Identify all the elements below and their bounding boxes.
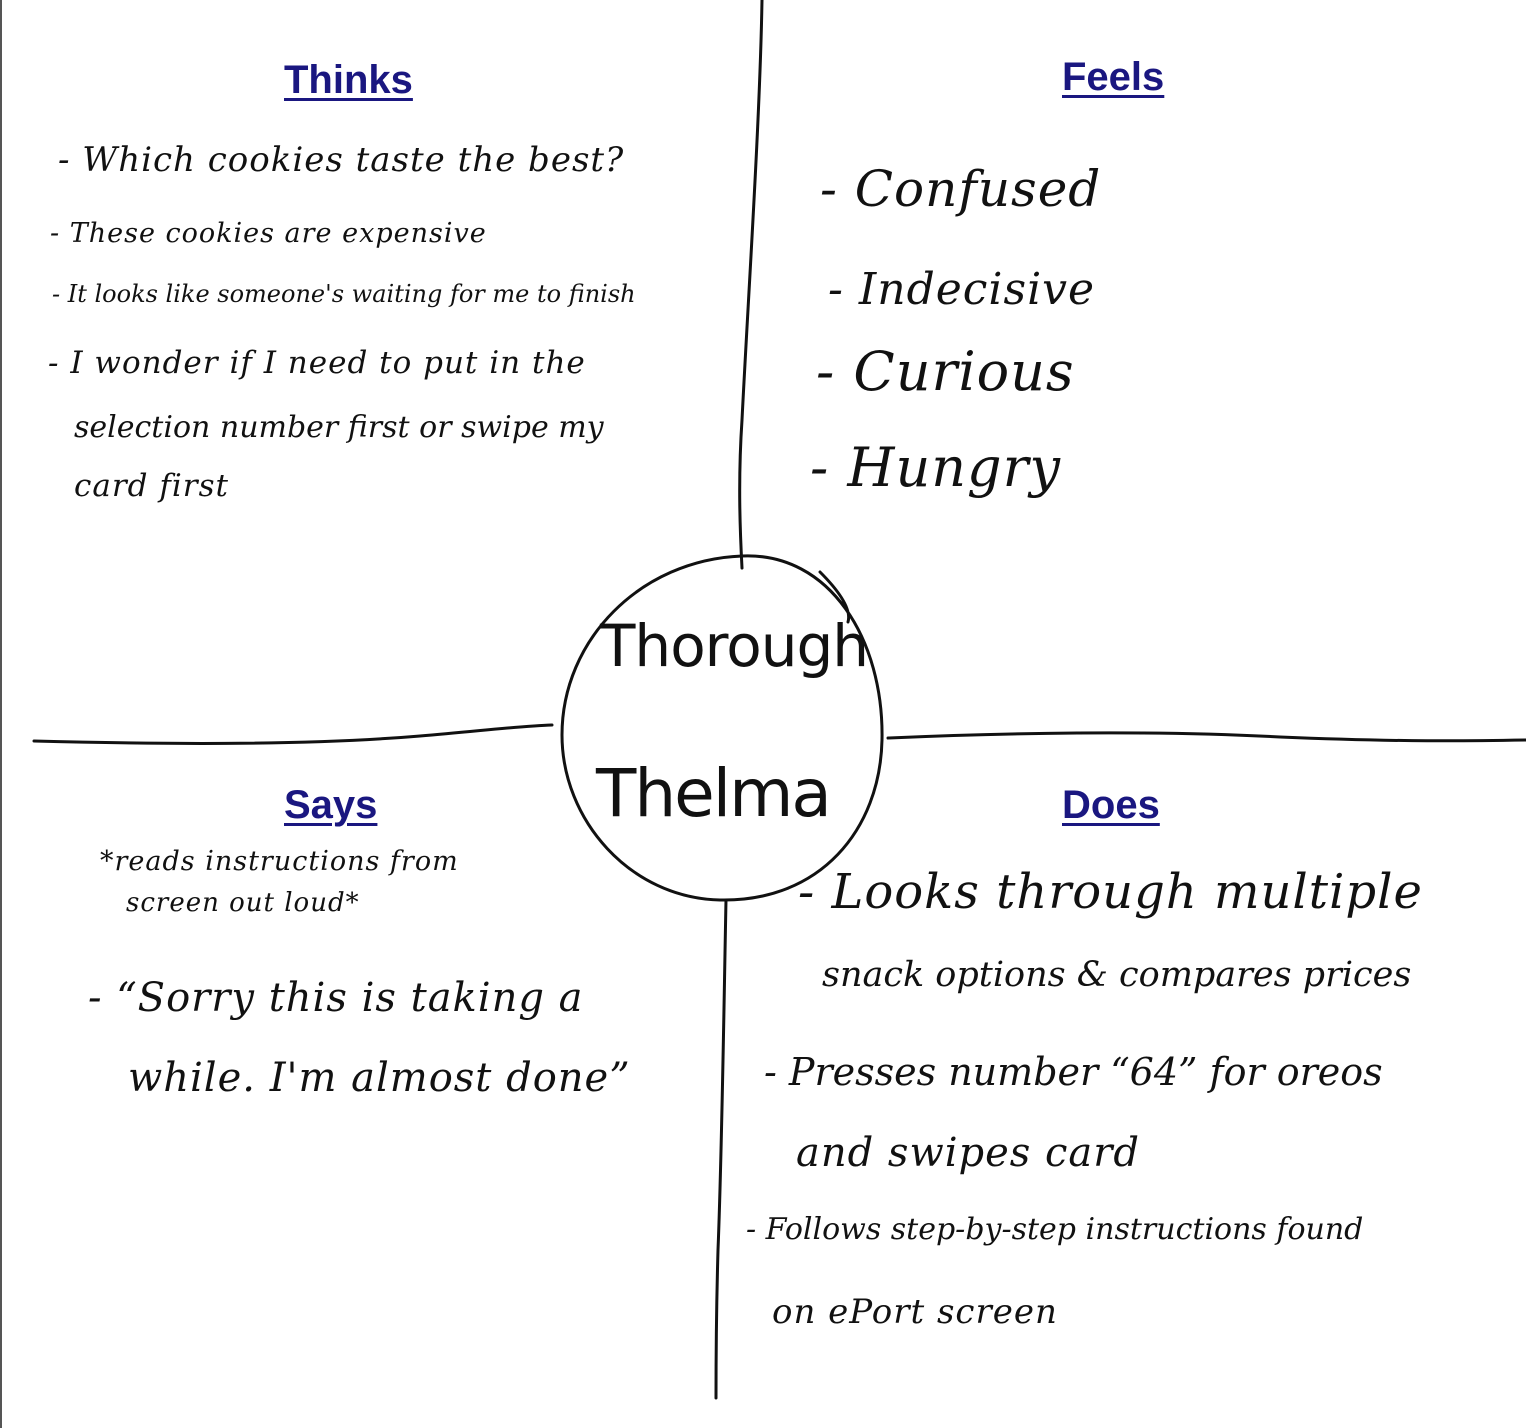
vertical-divider-top: [738, 0, 764, 570]
persona-name-line-1: Thorough: [600, 612, 869, 680]
says-item: *reads instructions from: [100, 846, 459, 877]
heading-says: Says: [284, 783, 378, 827]
horizontal-divider-right: [886, 731, 1526, 743]
persona-name-line-2: Thelma: [596, 755, 832, 832]
does-item: - Looks through multiple: [798, 864, 1423, 920]
says-item: - “Sorry this is taking a: [88, 975, 584, 1021]
feels-item: - Confused: [820, 160, 1102, 218]
heading-thinks: Thinks: [284, 58, 413, 102]
does-item: - Presses number “64” for oreos: [764, 1050, 1383, 1094]
thinks-item: selection number first or swipe my: [74, 410, 604, 445]
feels-item: - Curious: [816, 340, 1075, 403]
heading-does: Does: [1062, 783, 1160, 827]
thinks-item: card first: [74, 468, 229, 504]
feels-item: - Hungry: [810, 436, 1061, 499]
heading-feels: Feels: [1062, 55, 1165, 99]
thinks-item: - I wonder if I need to put in the: [48, 345, 586, 381]
center-persona-circle: [560, 554, 884, 902]
thinks-item: - It looks like someone's waiting for me…: [52, 280, 636, 308]
does-item: - Follows step-by-step instructions foun…: [746, 1212, 1364, 1247]
horizontal-divider-left: [32, 723, 554, 745]
does-item: and swipes card: [796, 1130, 1140, 1176]
says-item: screen out loud*: [126, 888, 360, 918]
does-item: snack options & compares prices: [822, 955, 1412, 995]
thinks-item: - These cookies are expensive: [50, 218, 487, 249]
thinks-item: - Which cookies taste the best?: [58, 140, 625, 180]
feels-item: - Indecisive: [828, 264, 1096, 315]
vertical-divider-bottom: [714, 898, 728, 1400]
does-item: on ePort screen: [772, 1292, 1058, 1332]
says-item: while. I'm almost done”: [128, 1055, 631, 1101]
